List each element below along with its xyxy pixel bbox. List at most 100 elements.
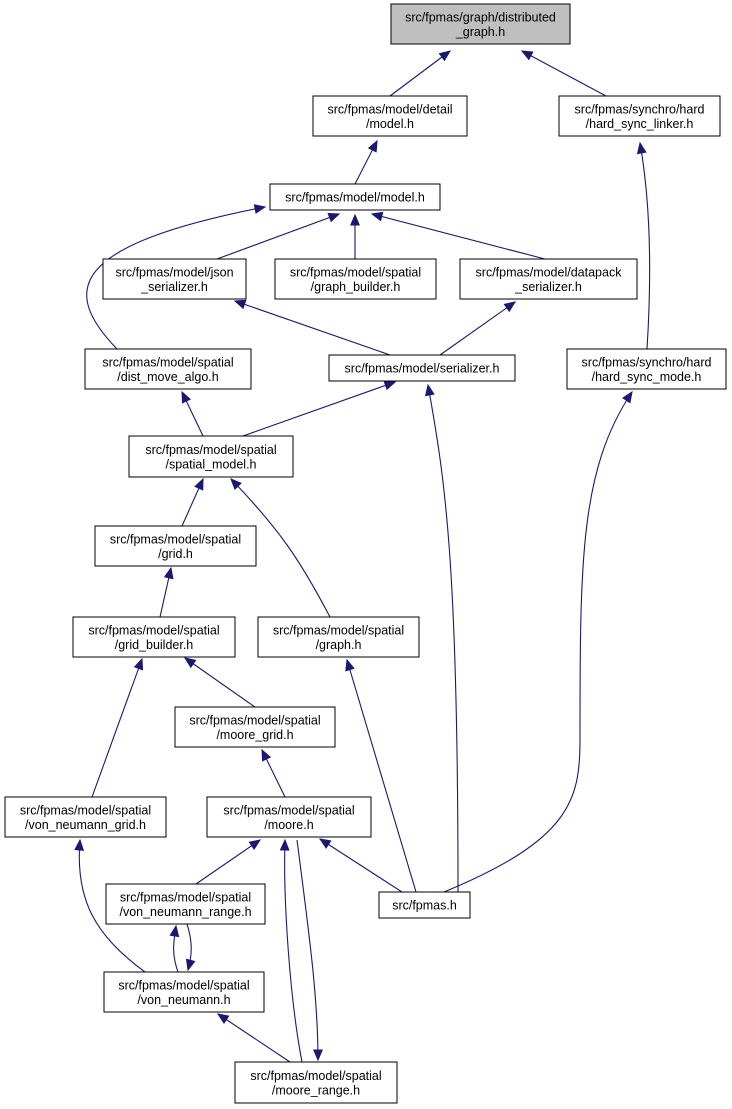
- arrowhead: [520, 50, 534, 61]
- node-label-line: src/fpmas/model/spatial: [223, 803, 354, 817]
- node-label-line: src/fpmas/synchro/hard: [582, 355, 712, 369]
- arrowhead: [169, 924, 180, 938]
- node-moore[interactable]: src/fpmas/model/spatial/moore.h: [206, 796, 372, 838]
- edge-hard-sync-linker-to-distributed-graph: [520, 50, 607, 97]
- node-label-line: src/fpmas/model/model.h: [285, 191, 425, 205]
- nodes-layer: src/fpmas/graph/distributed_graph.h src/f…: [4, 3, 727, 1104]
- edge-spatial-model-to-serializer: [242, 380, 397, 437]
- edge-model-detail-to-distributed-graph: [389, 50, 452, 97]
- node-box: [103, 971, 265, 1013]
- node-label-line: src/fpmas/model/datapack: [476, 265, 623, 279]
- node-spatial-graph[interactable]: src/fpmas/model/spatial/graph.h: [257, 616, 420, 658]
- node-box: [312, 95, 468, 137]
- node-von-neumann-range[interactable]: src/fpmas/model/spatial/von_neumann_rang…: [105, 883, 266, 925]
- node-label-line: /moore.h: [264, 818, 313, 832]
- node-model-detail[interactable]: src/fpmas/model/detail/model.h: [312, 95, 468, 137]
- edge-dist-move-algo-to-model: [86, 204, 267, 350]
- node-spatial-graph-builder[interactable]: src/fpmas/model/spatial/graph_builder.h: [274, 258, 437, 300]
- arrowhead: [183, 657, 197, 669]
- node-label-line: src/fpmas/model/serializer.h: [345, 362, 500, 376]
- edge-von-neumann-grid-to-grid-builder: [91, 657, 144, 798]
- arrowhead: [327, 212, 341, 223]
- edge-von-neumann-to-von-neumann-grid: [74, 838, 146, 973]
- node-box: [84, 348, 252, 390]
- node-moore-range[interactable]: src/fpmas/model/spatial/moore_range.h: [234, 1061, 398, 1104]
- arrowhead: [248, 839, 262, 851]
- edges-layer: [74, 50, 651, 1063]
- node-label-line: src/fpmas/model/spatial: [145, 443, 276, 457]
- node-json-serializer[interactable]: src/fpmas/model/json_serializer.h: [102, 258, 247, 300]
- node-grid[interactable]: src/fpmas/model/spatial/grid.h: [94, 525, 257, 567]
- edge-spatial-graph-builder-to-model: [350, 213, 360, 259]
- arrowhead: [345, 658, 355, 672]
- edge-von-neumann-to-von-neumann-range: [169, 924, 180, 973]
- node-hard-sync-mode[interactable]: src/fpmas/synchro/hard/hard_sync_mode.h: [566, 348, 727, 390]
- arrowhead: [216, 1013, 230, 1024]
- node-von-neumann[interactable]: src/fpmas/model/spatial/von_neumann.h: [103, 971, 265, 1013]
- edge-fpmas-to-hard-sync-mode: [443, 390, 633, 893]
- edge-moore-range-to-moore: [279, 838, 303, 1063]
- node-label-line: src/fpmas/model/spatial: [189, 713, 320, 727]
- node-model[interactable]: src/fpmas/model/model.h: [269, 183, 441, 211]
- node-box: [174, 706, 336, 748]
- node-box: [378, 891, 471, 919]
- node-label-line: /hard_sync_linker.h: [586, 117, 694, 131]
- node-moore-grid[interactable]: src/fpmas/model/spatial/moore_grid.h: [174, 706, 336, 748]
- edge-von-neumann-range-to-moore: [195, 839, 262, 885]
- node-grid-builder[interactable]: src/fpmas/model/spatial/grid_builder.h: [72, 616, 236, 658]
- node-label-line: /von_neumann_grid.h: [25, 818, 146, 832]
- node-label-line: src/fpmas/model/json: [115, 265, 233, 279]
- arrowhead: [253, 204, 267, 214]
- node-label-line: src/fpmas.h: [392, 899, 457, 913]
- node-label-line: src/fpmas/model/spatial: [290, 265, 421, 279]
- edge-json-serializer-to-model: [216, 212, 341, 260]
- node-box: [4, 796, 167, 838]
- node-label-line: /graph_builder.h: [311, 280, 401, 294]
- node-box: [328, 354, 516, 382]
- node-box: [269, 183, 441, 211]
- edge-moore-grid-to-grid-builder: [183, 657, 256, 708]
- node-label-line: src/fpmas/model/detail: [327, 102, 452, 116]
- node-box: [459, 258, 638, 300]
- node-label-line: /von_neumann.h: [137, 993, 230, 1007]
- node-serializer[interactable]: src/fpmas/model/serializer.h: [328, 354, 516, 382]
- node-box: [566, 348, 727, 390]
- node-datapack-serializer[interactable]: src/fpmas/model/datapack_serializer.h: [459, 258, 638, 300]
- arrowhead: [370, 211, 384, 222]
- node-distributed-graph[interactable]: src/fpmas/graph/distributed_graph.h: [390, 3, 571, 45]
- node-box: [558, 95, 721, 137]
- arrowhead: [194, 477, 204, 491]
- node-label-line: /model.h: [366, 117, 414, 131]
- arrowhead: [230, 478, 242, 491]
- edge-moore-range-to-von-neumann: [216, 1013, 291, 1063]
- node-hard-sync-linker[interactable]: src/fpmas/synchro/hard/hard_sync_linker.…: [558, 95, 721, 137]
- node-box: [72, 616, 236, 658]
- node-label-line: _serializer.h: [140, 280, 208, 294]
- arrowhead: [383, 380, 397, 391]
- node-label-line: src/fpmas/synchro/hard: [575, 102, 705, 116]
- edge-fpmas-to-moore: [318, 838, 403, 893]
- edge-hard-sync-mode-to-hard-sync-linker: [636, 141, 651, 350]
- arrowhead: [424, 383, 435, 397]
- node-dist-move-algo[interactable]: src/fpmas/model/spatial/dist_move_algo.h: [84, 348, 252, 390]
- arrowhead: [318, 838, 332, 849]
- edge-moore-to-moore-range: [296, 839, 323, 1062]
- node-label-line: src/fpmas/model/spatial: [88, 623, 219, 637]
- arrowhead: [622, 390, 633, 404]
- edge-von-neumann-range-to-von-neumann: [185, 923, 196, 972]
- node-box: [102, 258, 247, 300]
- arrowhead: [313, 1049, 323, 1062]
- node-spatial-model[interactable]: src/fpmas/model/spatial/spatial_model.h: [128, 435, 294, 478]
- node-label-line: src/fpmas/model/spatial: [110, 532, 241, 546]
- node-label-line: /grid.h: [158, 547, 193, 561]
- node-von-neumann-grid[interactable]: src/fpmas/model/spatial/von_neumann_grid…: [4, 796, 167, 838]
- edge-spatial-model-to-dist-move-algo: [181, 390, 204, 437]
- node-label-line: src/fpmas/model/spatial: [273, 623, 404, 637]
- node-box: [274, 258, 437, 300]
- edge-moore-to-moore-grid: [261, 748, 286, 798]
- arrowhead: [350, 213, 360, 226]
- node-fpmas[interactable]: src/fpmas.h: [378, 891, 471, 919]
- node-label-line: /moore_range.h: [272, 1083, 360, 1097]
- node-label-line: /dist_move_algo.h: [117, 370, 219, 384]
